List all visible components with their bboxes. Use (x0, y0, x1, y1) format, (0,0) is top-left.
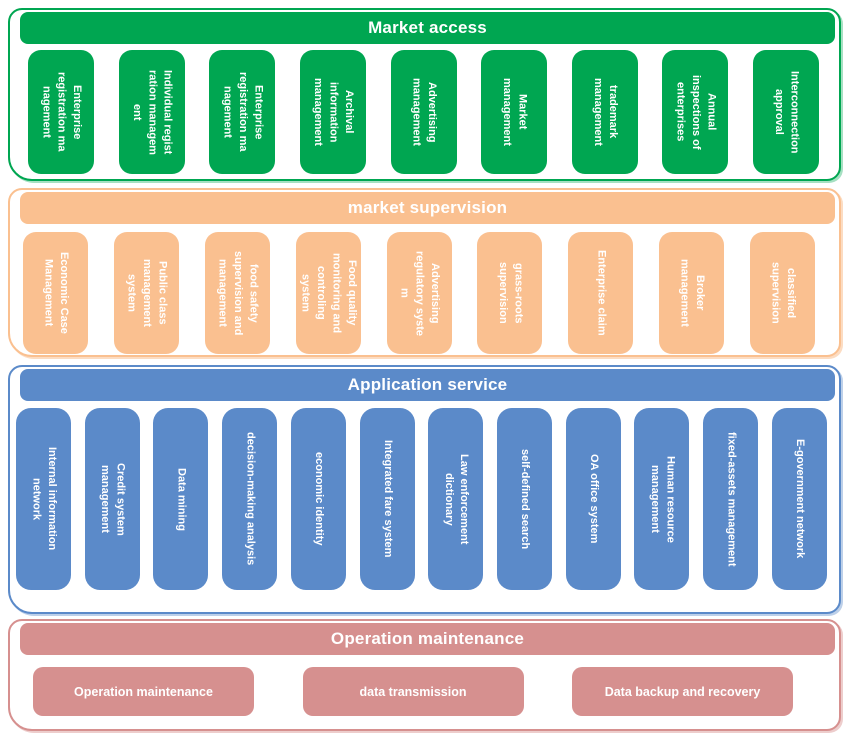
architecture-diagram: { "sections": [ { "title": "Market acces… (0, 8, 844, 741)
item-interconnection-approval: Interconnection approval (753, 50, 819, 174)
item-advertising-management: Advertising management (390, 50, 457, 174)
item-classified-supervision: classified supervision (750, 232, 815, 354)
item-decision-making-analysis: decision-making analysis (222, 408, 278, 590)
item-food-quality-monitoring: Food quality monitoring and controling s… (295, 232, 361, 354)
section-market-supervision: market supervision Economic Case Managem… (8, 188, 841, 357)
item-label: Enterprise registration ma nagement (221, 72, 265, 152)
item-annual-inspections: Annual inspections of enterprises (662, 50, 729, 174)
item-trademark-management: trademark management (571, 50, 638, 174)
section-application-service: Application service Internal information… (8, 365, 841, 614)
item-law-enforcement-dictionary: Law enforcement dictionary (428, 408, 484, 590)
item-label: Enterprise claim (595, 250, 608, 336)
item-operation-maintenance: Operation maintenance (33, 667, 254, 716)
item-enterprise-registration-2: Enterprise registration ma nagement (209, 50, 276, 174)
item-food-safety-supervision: food safety supervision and management (204, 232, 270, 354)
item-enterprise-claim: Enterprise claim (568, 232, 634, 354)
item-archival-information: Archival information management (299, 50, 366, 174)
section-market-access: Market access Enterprise registration ma… (8, 8, 841, 181)
item-oa-office-system: OA office system (565, 408, 621, 590)
item-label: trademark management (591, 78, 620, 146)
item-label: data transmission (359, 684, 467, 699)
item-label: Data backup and recovery (604, 684, 761, 699)
item-label: Integrated fare system (381, 440, 394, 558)
item-label: Broker management (678, 259, 707, 327)
item-self-defined-search: self-defined search (497, 408, 553, 590)
item-internal-information-network: Internal information network (16, 408, 71, 590)
item-label: Law enforcement dictionary (442, 453, 471, 545)
item-data-backup-recovery: Data backup and recovery (572, 667, 793, 716)
item-label: Data mining (175, 467, 188, 531)
item-integrated-fare-system: Integrated fare system (359, 408, 415, 590)
application-service-items: Internal information network Credit syst… (10, 401, 839, 590)
section-title: Application service (20, 369, 835, 401)
operation-maintenance-items: Operation maintenance data transmission … (10, 655, 839, 716)
section-operation-maintenance: Operation maintenance Operation maintena… (8, 619, 841, 731)
item-public-class-management: Public class management system (113, 232, 179, 354)
item-label: self-defined search (519, 448, 532, 550)
item-label: classified supervision (769, 262, 797, 324)
item-label: E-government network (794, 439, 807, 559)
item-label: Interconnection approval (773, 70, 801, 154)
item-fixed-assets-management: fixed-assets management (703, 408, 759, 590)
item-label: food safety supervision and management (216, 250, 260, 336)
item-label: fixed-assets management (725, 431, 738, 567)
item-label: Advertising regulatory syste m (398, 250, 442, 336)
item-credit-system-management: Credit system management (84, 408, 140, 590)
item-label: Enterprise registration ma nagement (40, 72, 84, 152)
item-label: Archival information management (312, 78, 355, 146)
item-e-government-network: E-government network (771, 408, 827, 590)
item-human-resource-management: Human resource management (634, 408, 690, 590)
item-label: Human resource management (648, 455, 677, 543)
item-broker-management: Broker management (659, 232, 725, 354)
item-individual-registration: Individual regist ration managem ent (118, 50, 185, 174)
item-label: Credit system management (99, 462, 127, 536)
item-label: Market management (501, 78, 529, 146)
item-label: Food quality monitoring and controling s… (299, 252, 358, 334)
item-economic-identity: economic identity (290, 408, 346, 590)
item-data-mining: Data mining (153, 408, 209, 590)
item-label: Internal information network (30, 447, 58, 551)
item-economic-case-management: Economic Case Management (23, 232, 88, 354)
item-enterprise-registration-1: Enterprise registration ma nagement (28, 50, 94, 174)
item-label: Economic Case Management (42, 252, 70, 334)
item-advertising-regulatory: Advertising regulatory syste m (386, 232, 452, 354)
section-title: Operation maintenance (20, 623, 835, 655)
item-label: Individual regist ration managem ent (130, 69, 174, 155)
item-label: Advertising management (410, 78, 438, 146)
section-title: market supervision (20, 192, 835, 224)
item-label: economic identity (313, 452, 326, 546)
item-label: grass-roots supervision (496, 262, 525, 324)
item-label: OA office system (587, 454, 600, 544)
item-label: Annual inspections of enterprises (674, 74, 718, 150)
item-market-management: Market management (481, 50, 548, 174)
item-label: decision-making analysis (244, 432, 257, 566)
item-grass-roots-supervision: grass-roots supervision (477, 232, 543, 354)
item-label: Operation maintenance (74, 684, 213, 699)
item-label: Public class management system (125, 259, 169, 327)
item-data-transmission: data transmission (302, 667, 524, 716)
section-title: Market access (20, 12, 835, 44)
market-access-items: Enterprise registration ma nagement Indi… (10, 44, 839, 174)
market-supervision-items: Economic Case Management Public class ma… (10, 224, 839, 354)
